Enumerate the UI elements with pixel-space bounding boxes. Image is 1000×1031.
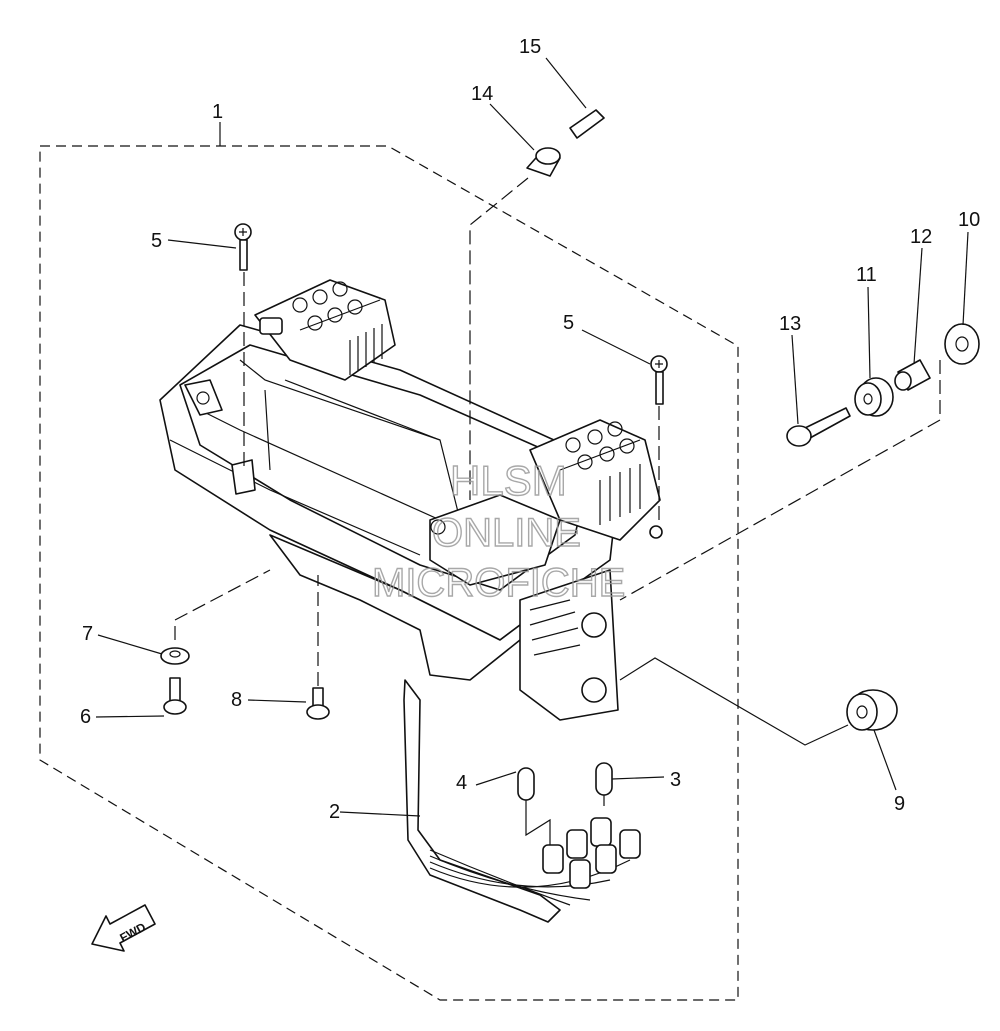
damper-part-9 [846, 689, 898, 731]
leader-lines [95, 57, 969, 817]
bulb-link-line [525, 812, 551, 845]
wire-harness [403, 679, 641, 923]
callout-1: 1 [212, 101, 223, 123]
assembly-boundary [39, 145, 739, 1001]
bolt-part-8 [306, 687, 330, 720]
bolt-part-13 [786, 407, 851, 447]
callout-15: 15 [519, 36, 541, 58]
bulb-part-3 [595, 762, 613, 806]
bolt-part-6 [163, 677, 187, 715]
callout-12: 12 [910, 226, 932, 248]
callout-4: 4 [456, 772, 467, 794]
callout-7: 7 [82, 623, 93, 645]
callout-5-left: 5 [151, 230, 162, 252]
screw-part-5-right [650, 355, 668, 405]
watermark-line-3: MICROFICHE [372, 561, 625, 605]
heat-sink-front [529, 419, 663, 541]
watermark-line-1: HLSM [450, 457, 567, 504]
heat-sink-rear [254, 279, 396, 381]
watermark-line-2: ONLINE [432, 511, 581, 555]
damper-axis [619, 657, 849, 746]
control-box-assembly [159, 324, 621, 721]
callout-14: 14 [471, 83, 493, 105]
collar-part-14 [526, 147, 561, 177]
bulb-part-4 [517, 767, 535, 812]
grommet-part-7 [160, 647, 190, 665]
callout-6: 6 [80, 706, 91, 728]
fwd-arrow-icon: FWD [91, 904, 156, 952]
callout-2: 2 [329, 801, 340, 823]
screw-part-5-left [234, 223, 252, 271]
callout-13: 13 [779, 313, 801, 335]
callout-3: 3 [670, 769, 681, 791]
grommet-part-11 [854, 377, 894, 417]
callout-11: 11 [856, 264, 877, 286]
grommet-7-axis [174, 569, 271, 640]
callout-9: 9 [894, 793, 905, 815]
screw-part-15 [569, 109, 605, 139]
callout-8: 8 [231, 689, 242, 711]
collar-axis [469, 177, 529, 500]
right-hardware-axis [619, 360, 941, 601]
washer-part-10 [944, 323, 980, 365]
watermark: HLSM ONLINE MICROFICHE [371, 456, 626, 605]
callout-10: 10 [958, 209, 980, 231]
collar-part-12 [894, 359, 931, 391]
callout-5-right: 5 [563, 312, 574, 334]
